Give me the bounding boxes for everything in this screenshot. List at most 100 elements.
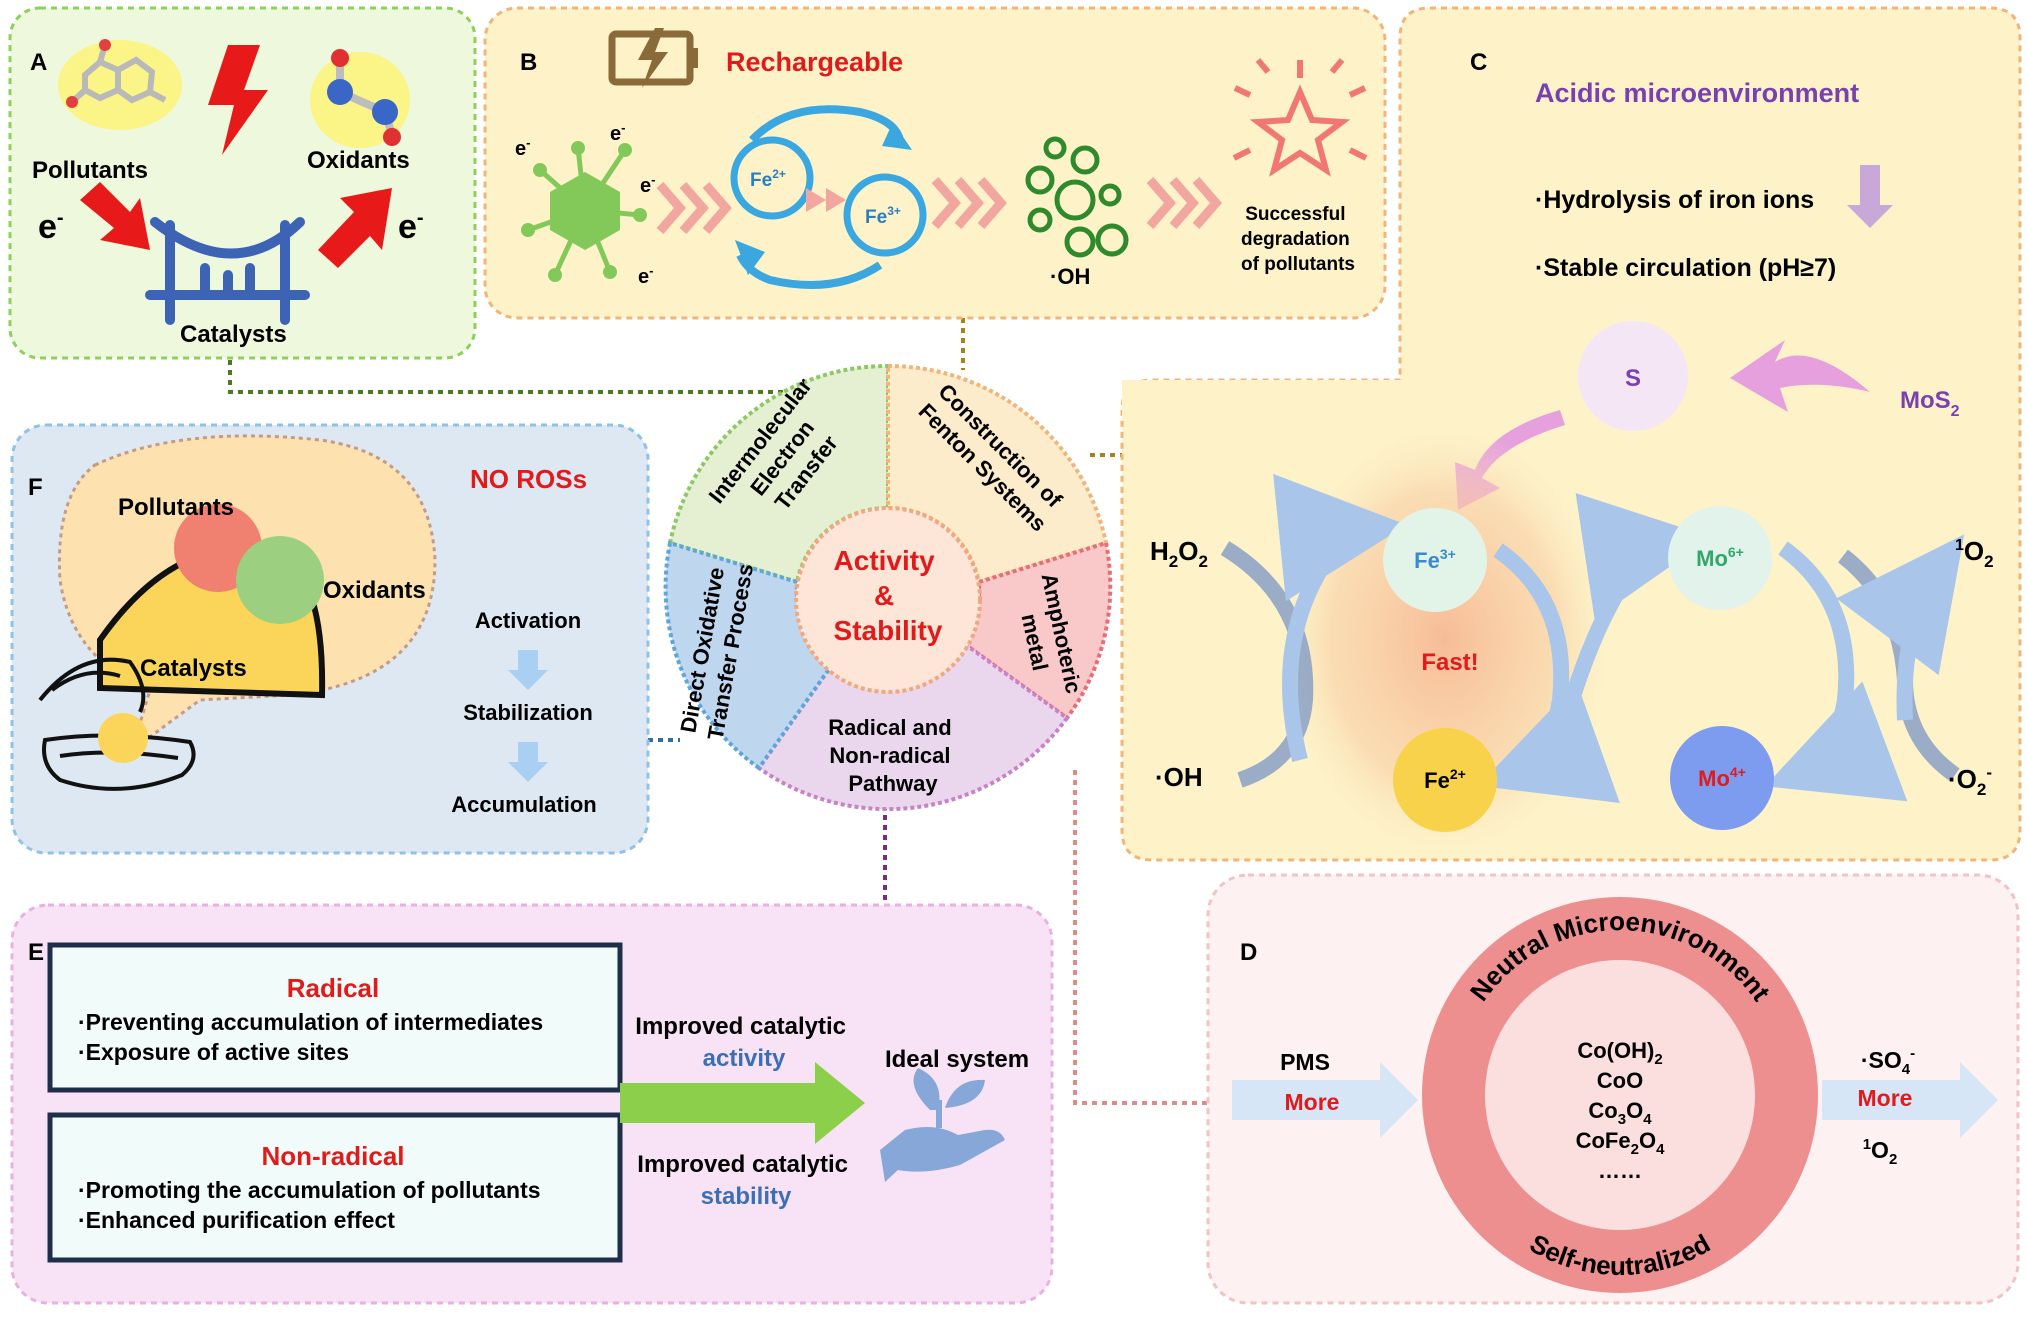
compound-2: CoO — [1597, 1068, 1643, 1093]
chevrons-3 — [1146, 177, 1222, 229]
sector-radical — [756, 639, 1070, 812]
inner-disk — [1485, 960, 1755, 1230]
superoxide-c: ·O2- — [1948, 763, 1992, 799]
compound-4: CoFe2O4 — [1576, 1128, 1665, 1158]
step-stabilization: Stabilization — [463, 700, 593, 725]
compound-1: Co(OH)2 — [1577, 1038, 1662, 1068]
mo4-node — [1670, 726, 1774, 830]
b-electron-3: e- — [640, 172, 655, 197]
wheel-center — [794, 506, 982, 694]
center-text: Activity & Stability — [834, 545, 943, 646]
singlet-oxygen-d: 1O2 — [1863, 1136, 1898, 1168]
radical-title: Radical — [287, 973, 380, 1003]
pms-label: PMS — [1280, 1049, 1330, 1075]
product-arrow — [1822, 1062, 1998, 1138]
c-bullet-1: ·Hydrolysis of iron ions — [1535, 186, 1814, 214]
f-catalysts: Catalysts — [140, 655, 247, 682]
mo6-node — [1668, 506, 1772, 610]
pearl — [98, 713, 148, 763]
improved-stability: Improved catalytic stability — [637, 1151, 854, 1210]
f-oxidants: Oxidants — [323, 577, 426, 604]
panel-d-letter: D — [1240, 939, 1257, 966]
plant-hand-icon — [880, 1068, 1005, 1182]
c-oh-label: ·OH — [1155, 762, 1203, 792]
c-mo6: Mo6+ — [1696, 544, 1744, 571]
oxidant-molecule-icon — [310, 49, 410, 148]
singlet-oxygen-c: 1O2 — [1955, 536, 1994, 571]
step-accumulation: Accumulation — [451, 792, 596, 817]
c-fe3: Fe3+ — [1414, 546, 1456, 573]
oxidant-ball — [236, 536, 324, 624]
fe-cycle: Fe2+ Fe3+ — [730, 105, 927, 289]
mos2-arrow — [1730, 340, 1870, 412]
chevrons-2 — [931, 177, 1007, 229]
mos2-label: MoS2 — [1900, 387, 1960, 420]
chevrons-1 — [656, 182, 732, 234]
more-right: More — [1858, 1085, 1913, 1111]
oxidants-label: Oxidants — [307, 147, 410, 174]
pollutants-label: Pollutants — [32, 157, 148, 184]
panel-e: E Radical ·Preventing accumulation of in… — [10, 903, 1054, 1305]
b-electron-1: e- — [515, 135, 530, 160]
down-arrow — [1847, 165, 1893, 228]
panel-a: A Pollutants Oxidants e- e- — [8, 6, 477, 360]
bridge-icon — [145, 217, 310, 325]
panel-c-letter: C — [1470, 49, 1487, 76]
green-arrow — [620, 1062, 865, 1144]
nonradical-box — [47, 1112, 623, 1263]
red-arrow-out — [318, 188, 392, 268]
compound-5: …… — [1598, 1158, 1642, 1183]
hydroxyl-bubbles — [1025, 136, 1129, 258]
sulfur-node — [1578, 321, 1688, 431]
label-radical: Radical and Non-radical Pathway — [828, 715, 958, 796]
improved-activity: Improved catalytic activity — [635, 1013, 852, 1072]
b-electron-2: e- — [610, 120, 625, 145]
panel-e-letter: E — [28, 939, 44, 966]
step-activation: Activation — [475, 608, 581, 633]
battery-bolt-icon — [608, 28, 698, 88]
electron-right: e- — [398, 207, 424, 246]
panel-f: F NO ROSs Pollutants Oxidants Catalysts … — [10, 423, 650, 855]
panel-c: C Acidic microenvironment ·Hydrolysis of… — [1120, 6, 2022, 862]
b-fe3: Fe3+ — [865, 204, 901, 228]
panel-b: B Rechargeable e- e- e- e- — [483, 6, 1387, 320]
virus-icon — [521, 141, 647, 282]
radical-item-2: ·Exposure of active sites — [78, 1039, 349, 1065]
star-burst-icon — [1232, 58, 1368, 177]
acidic-title: Acidic microenvironment — [1535, 78, 1859, 108]
nonradical-item-1: ·Promoting the accumulation of pollutant… — [78, 1177, 541, 1203]
s-label: S — [1625, 365, 1641, 392]
electron-left: e- — [38, 207, 64, 246]
sector-fenton — [886, 363, 1109, 585]
sector-amphoteric — [959, 540, 1113, 721]
more-left: More — [1285, 1089, 1340, 1115]
lightning-icon — [208, 45, 268, 155]
radical-box — [47, 942, 623, 1093]
connectors — [228, 318, 1208, 1105]
nonradical-item-2: ·Enhanced purification effect — [78, 1207, 395, 1233]
nonradical-title: Non-radical — [261, 1141, 404, 1171]
pms-arrow — [1232, 1062, 1418, 1138]
b-electron-4: e- — [638, 263, 653, 288]
h2o2-label: H2O2 — [1150, 536, 1208, 571]
sulfate-radical: ·SO4- — [1861, 1045, 1915, 1078]
b-oh: ·OH — [1050, 264, 1090, 289]
radical-item-1: ·Preventing accumulation of intermediate… — [78, 1009, 543, 1035]
no-ros-title: NO ROSs — [470, 464, 587, 494]
step-arrow-1 — [508, 650, 548, 690]
c-mo4: Mo4+ — [1698, 764, 1746, 791]
f-pollutants: Pollutants — [118, 494, 234, 521]
fe3-node — [1383, 508, 1487, 612]
step-arrow-2 — [508, 742, 548, 782]
center-wheel: Activity & Stability Intermolecular Elec… — [663, 363, 1113, 812]
panel-b-letter: B — [520, 49, 537, 76]
panel-a-letter: A — [30, 49, 47, 76]
compound-3: Co3O4 — [1588, 1098, 1652, 1128]
panel-d: D PMS More Neutral Microenvironment Self… — [1206, 873, 2020, 1305]
c-fe2: Fe2+ — [1424, 766, 1466, 793]
b-fe2: Fe2+ — [750, 167, 786, 191]
degradation-text: Successful degradation of pollutants — [1241, 204, 1355, 275]
rechargeable-title: Rechargeable — [726, 47, 903, 77]
sector-direct — [663, 540, 837, 771]
